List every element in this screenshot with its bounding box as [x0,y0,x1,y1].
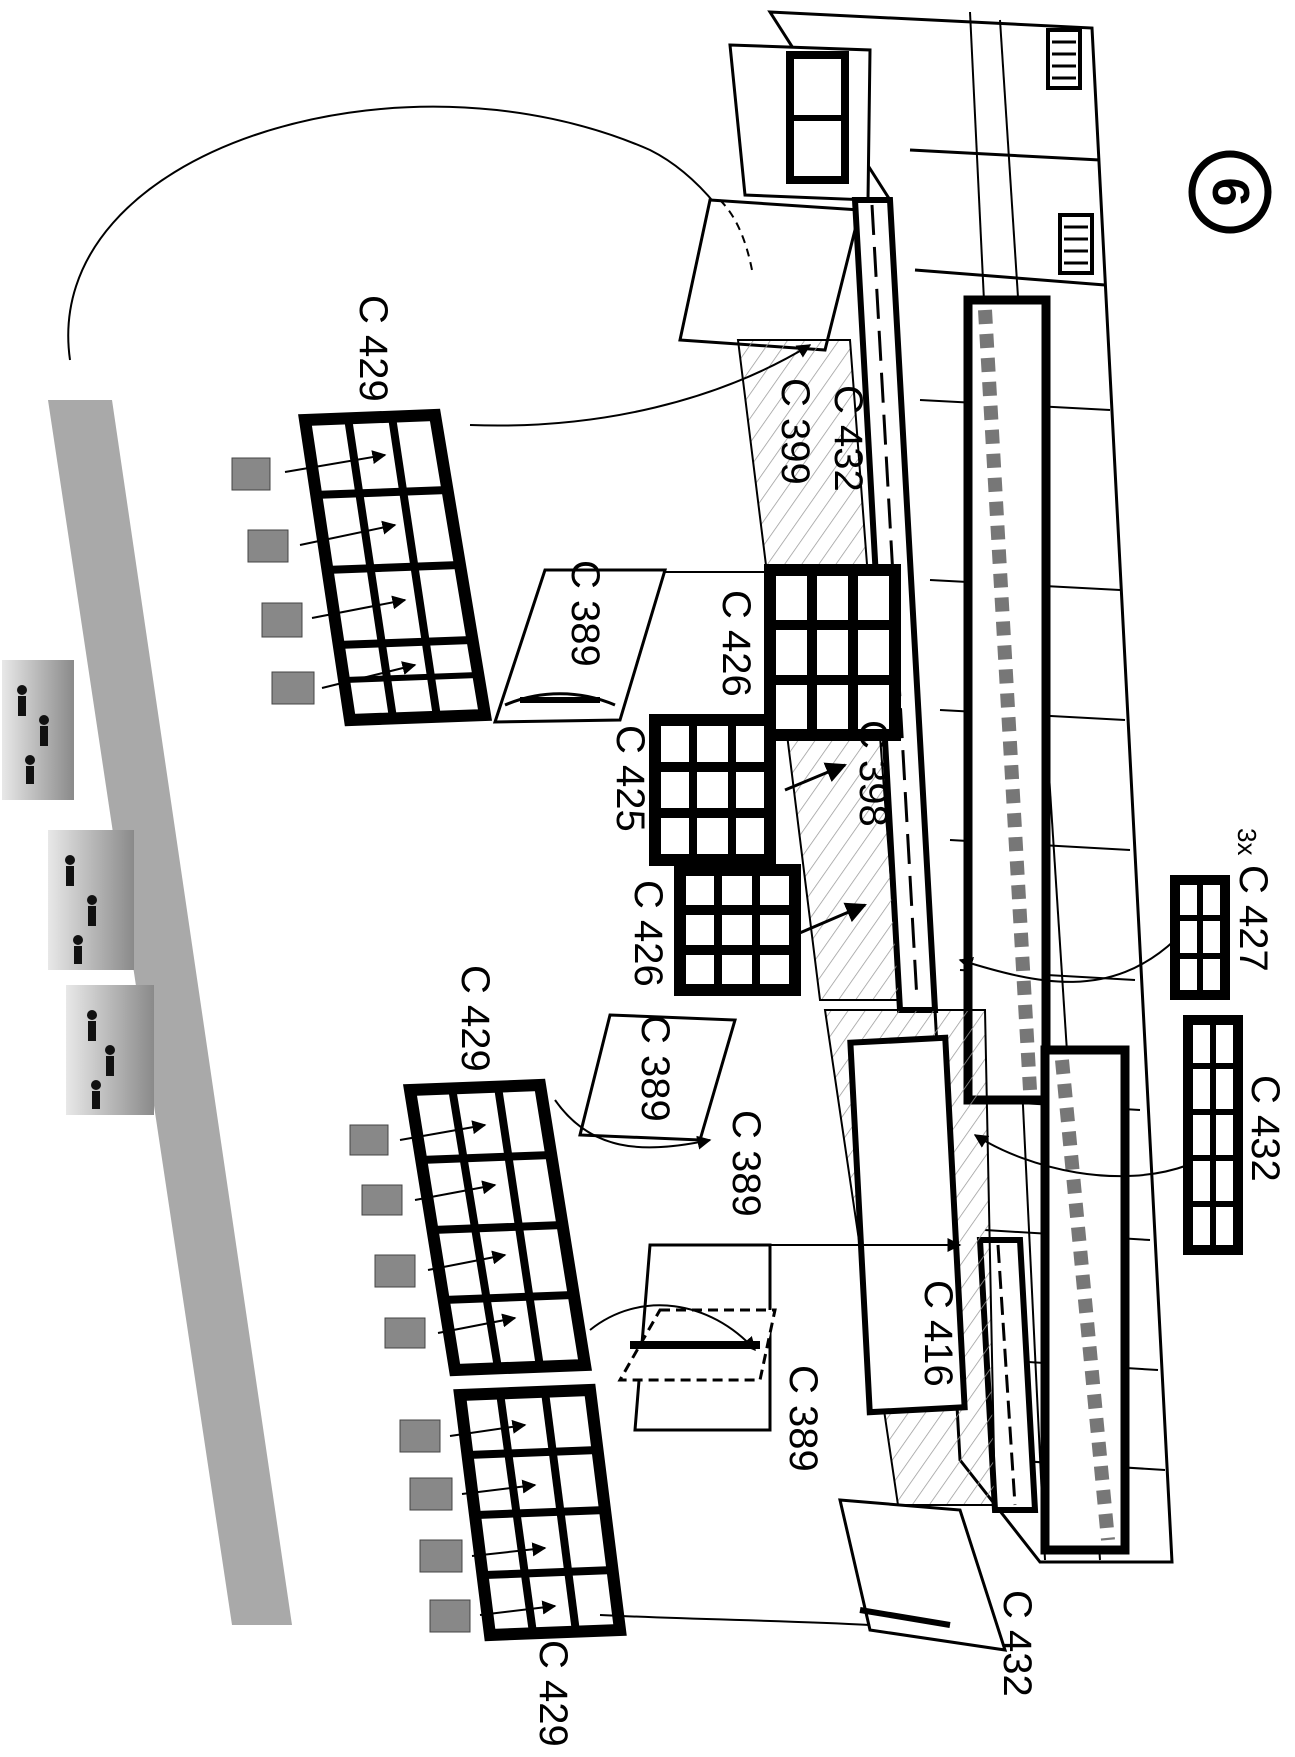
label-c429-top: C 429 [351,295,395,402]
grid-panel-c427 [1170,875,1230,1000]
shelf-panel-c429-top [298,408,493,727]
label-c389-top: C 389 [563,560,607,667]
label-c432-bottom: C 432 [995,1590,1039,1697]
grid-panel-c432-right [1183,1015,1243,1255]
step-number-badge: 6 [1188,150,1272,234]
label-c427: C 427 [1231,865,1275,972]
label-c426-top: C 426 [714,590,758,697]
label-c429-bottom: C 429 [531,1640,575,1747]
product-thumbnail [231,457,315,705]
step-number: 6 [1201,178,1259,207]
label-c429-mid: C 429 [453,965,497,1072]
grid-panel-c426-top [764,564,901,741]
label-c389-low: C 389 [781,1365,825,1472]
label-c398: C 398 [851,720,895,827]
side-panel-bottom [838,1498,1008,1652]
figure-icon [17,685,115,1109]
header-panel [678,43,872,352]
product-thumbnail [399,1419,471,1633]
flap-c389-top [492,568,668,724]
flap-c389-low [617,1243,777,1432]
grid-panel-c425 [649,714,776,866]
shelf-panel-c429-mid [403,1078,592,1377]
product-thumbnail [349,1124,426,1349]
label-c399: C 399 [773,378,817,485]
label-c389-mid2: C 389 [724,1110,768,1217]
grid-panel-c426-mid [674,864,801,996]
label-c432-right: C 432 [1243,1075,1287,1182]
label-c416: C 416 [916,1280,960,1387]
label-c425: C 425 [608,725,652,832]
part-labels: C 429 C 432 C 399 C 389 C 426 C 398 C 42… [351,295,1287,1747]
label-c426-mid: C 426 [626,880,670,987]
label-c432-top: C 432 [826,385,870,492]
shelf-panel-c429-bottom [453,1383,627,1642]
curve-arrow [67,105,758,361]
vent-icon [1046,28,1094,275]
label-c427-qty: 3x [1232,828,1262,855]
label-c389-mid: C 389 [633,1015,677,1122]
frame-c416 [847,1034,968,1416]
